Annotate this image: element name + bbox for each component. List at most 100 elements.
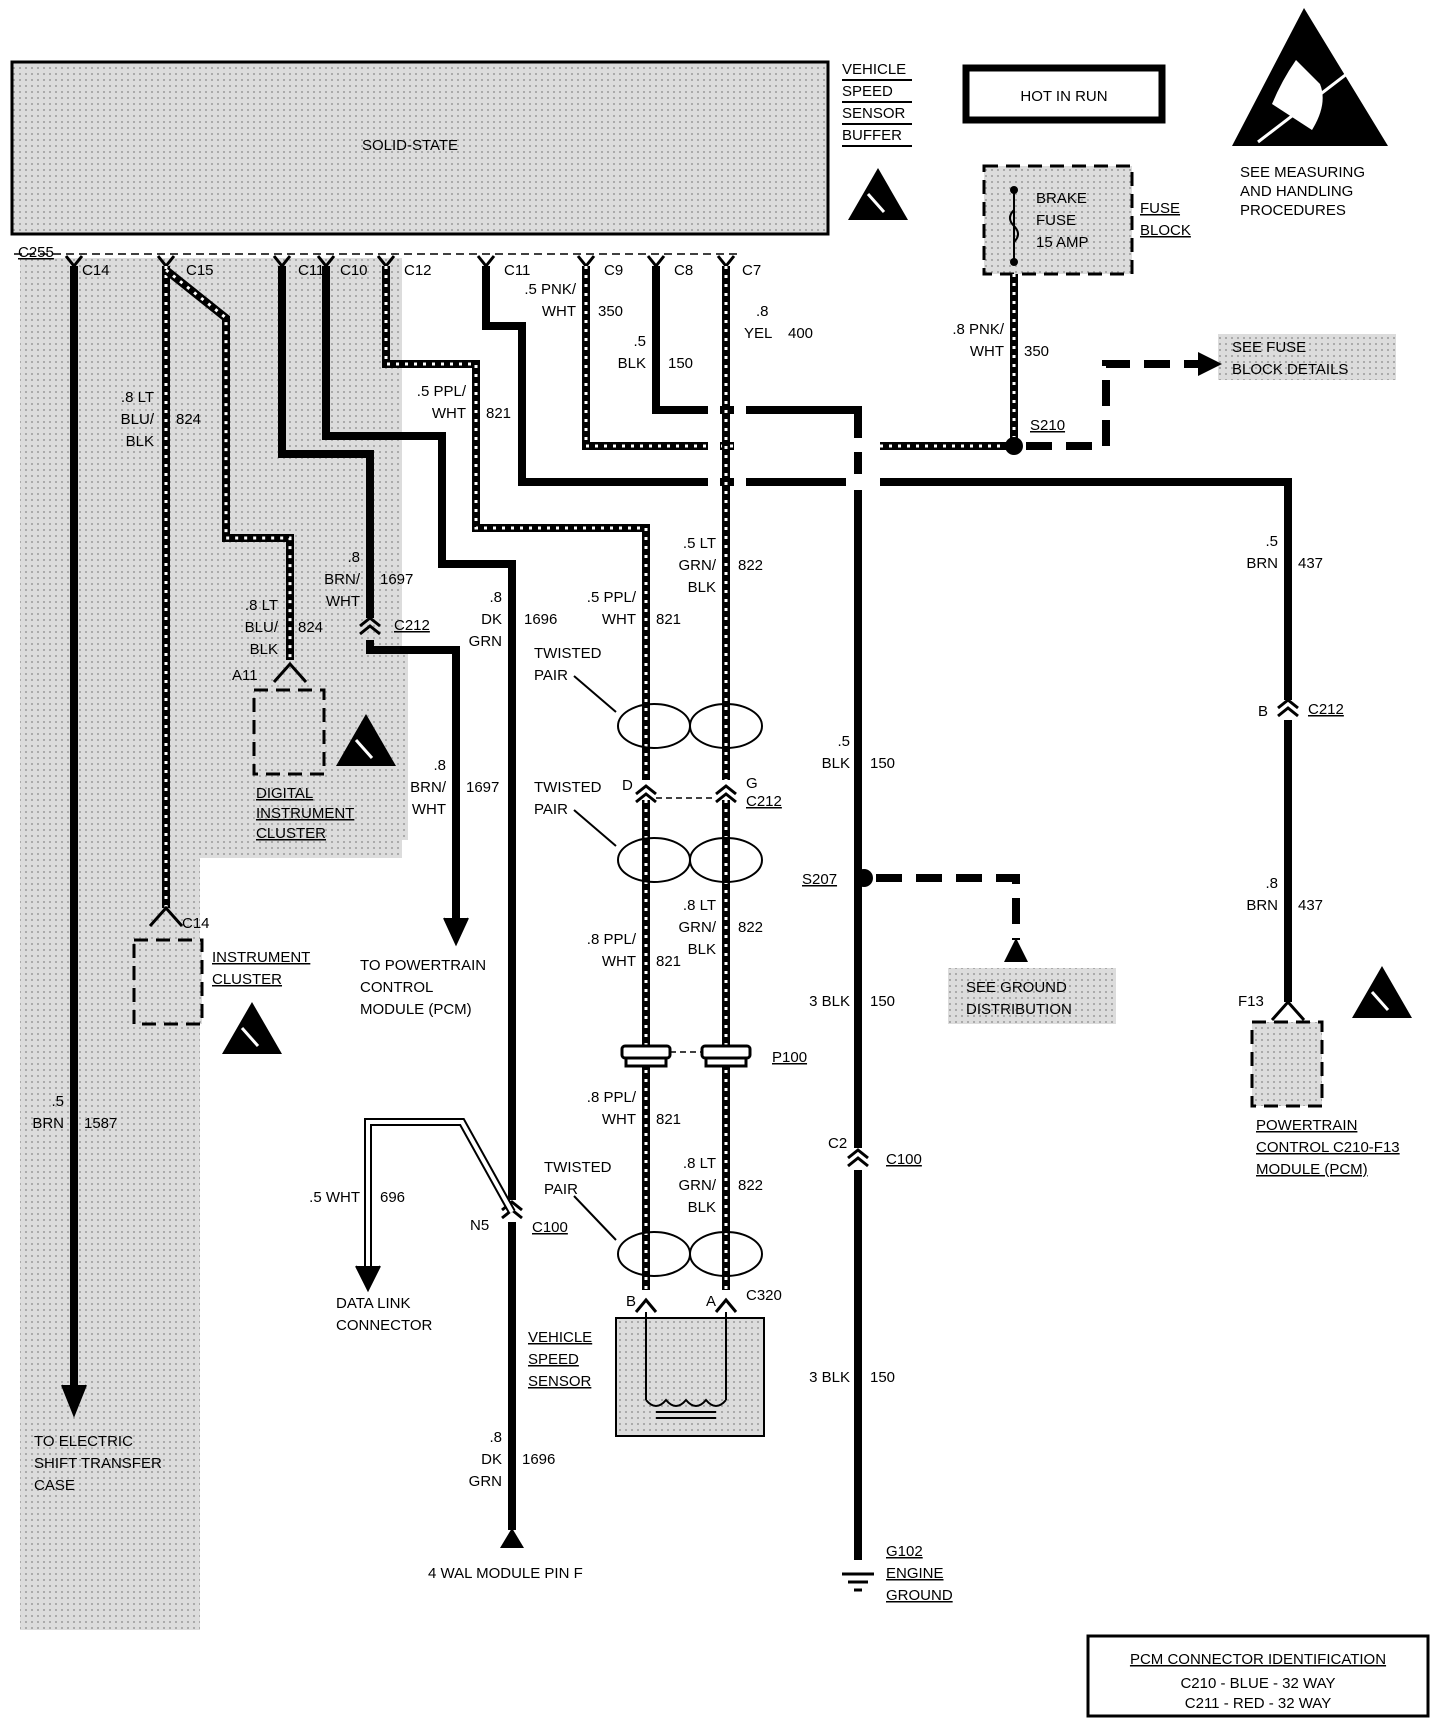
connector-symbol <box>359 616 381 636</box>
twisted-pair-label: TWISTED <box>534 645 602 662</box>
wire-label: 696 <box>380 1189 405 1206</box>
wire-label: GRN/ <box>679 557 717 574</box>
p100-half <box>704 1056 748 1068</box>
wire-label: 822 <box>738 1177 763 1194</box>
twisted-pair-label: PAIR <box>534 801 568 818</box>
fuse-labels: BRAKE FUSE 15 AMP FUSE BLOCK <box>1036 190 1191 251</box>
wire-label: .8 PPL/ <box>587 1089 637 1106</box>
wire-label: .8 LT <box>245 597 278 614</box>
fuse-details-label: SEE FUSE BLOCK DETAILS <box>1232 339 1348 378</box>
twist-ring <box>689 837 763 883</box>
connector-label: G <box>746 775 758 792</box>
pin-chevron <box>716 255 736 269</box>
wire-label: 822 <box>738 919 763 936</box>
ground-dist-label: DISTRIBUTION <box>966 1001 1072 1018</box>
wire-821-stripe <box>384 266 648 780</box>
vss-label: VEHICLE <box>528 1329 592 1346</box>
twist-ring <box>689 1231 763 1277</box>
pcm-arrow <box>443 917 469 947</box>
wire-label: 3 BLK <box>809 1369 850 1386</box>
pin-label: C14 <box>82 262 110 279</box>
twisted-pair-label: TWISTED <box>534 779 602 796</box>
wire-label: 350 <box>598 303 623 320</box>
wire-label: 1587 <box>84 1115 117 1132</box>
pcm-dest-label: TO POWERTRAIN <box>360 957 486 974</box>
wire-label: 1697 <box>466 779 499 796</box>
pcm-module-label: MODULE (PCM) <box>1256 1161 1368 1178</box>
connector-symbol <box>1277 698 1299 718</box>
twisted-pair-label: PAIR <box>544 1181 578 1198</box>
splice-s207-label: S207 <box>802 871 837 888</box>
connector-symbol <box>714 1297 738 1313</box>
instrument-cluster-label: CLUSTER <box>212 971 282 988</box>
wire-label: WHT <box>602 611 636 628</box>
data-link-label: DATA LINK <box>336 1295 410 1312</box>
connector-symbol <box>715 784 737 804</box>
vss-label: SPEED <box>528 1351 579 1368</box>
wire-label: 437 <box>1298 897 1323 914</box>
pcm-id-box <box>1086 1634 1430 1718</box>
p100-half <box>700 1044 752 1060</box>
wire-label: 821 <box>656 953 681 970</box>
data-link-label: CONNECTOR <box>336 1317 433 1334</box>
twist-ring <box>617 703 691 749</box>
wire-label: BLK <box>618 355 646 372</box>
wire-label: BRN/ <box>324 571 361 588</box>
connector-label: C100 <box>532 1219 568 1236</box>
wire-label: 3 BLK <box>809 993 850 1010</box>
wire-label: .5 PPL/ <box>417 383 467 400</box>
data-link-arrow <box>355 1265 381 1293</box>
connector-label: B <box>626 1293 636 1310</box>
wire-label: BLK <box>822 755 850 772</box>
wire-label: .8 <box>433 757 446 774</box>
esd-note: SEE MEASURING AND HANDLING PROCEDURES <box>1240 164 1365 219</box>
crossing-gap <box>734 402 746 456</box>
fuse-line: BRAKE <box>1036 190 1087 207</box>
wire-label: YEL <box>744 325 772 342</box>
shade-fuse-details <box>1218 334 1396 380</box>
wire-label: .5 <box>51 1093 64 1110</box>
fuse-block-line: BLOCK <box>1140 222 1191 239</box>
pcm-module-label: POWERTRAIN <box>1256 1117 1357 1134</box>
digital-cluster-label: INSTRUMENT <box>256 805 354 822</box>
twisted-pair-label: TWISTED <box>544 1159 612 1176</box>
wire-label: 437 <box>1298 555 1323 572</box>
crossing-gaps <box>708 402 874 490</box>
pin-chevron <box>576 255 596 269</box>
wire-label: 150 <box>870 755 895 772</box>
wire-label: WHT <box>326 593 360 610</box>
digital-cluster-box <box>252 688 326 776</box>
wire-label: BRN/ <box>410 779 447 796</box>
connector-label: B <box>1258 703 1268 720</box>
wire-437-a <box>482 266 850 486</box>
fuse-line: 15 AMP <box>1036 234 1089 251</box>
vss-buffer-module <box>10 60 830 236</box>
crossing-gap <box>708 402 720 456</box>
wire-350-a-stripe <box>584 266 742 448</box>
esd-note-line: PROCEDURES <box>1240 202 1346 219</box>
esd-icon <box>848 168 908 220</box>
pcm-dest-label: MODULE (PCM) <box>360 1001 472 1018</box>
buffer-title-line: VEHICLE <box>842 61 906 78</box>
wire-label: GRN <box>469 633 502 650</box>
twist-ring <box>617 837 691 883</box>
esd-note-line: AND HANDLING <box>1240 183 1353 200</box>
wire-label: 1696 <box>524 611 557 628</box>
wire-label: 824 <box>298 619 323 636</box>
connector-label: C320 <box>746 1287 782 1304</box>
wire-label: .8 <box>1265 875 1278 892</box>
connector-label: C14 <box>182 915 210 932</box>
wire-label: 821 <box>486 405 511 422</box>
pin-label: C11 <box>298 262 324 279</box>
p100-half <box>624 1056 668 1068</box>
fuse-details-arrow <box>1198 352 1222 376</box>
pin-label: C8 <box>674 262 693 279</box>
fuse-line: FUSE <box>1036 212 1076 229</box>
wire-label: 1697 <box>380 571 413 588</box>
wire-1697-top <box>278 266 374 618</box>
wire-label: .5 <box>837 733 850 750</box>
wire-label: .8 PPL/ <box>587 931 637 948</box>
wire-label: 350 <box>1024 343 1049 360</box>
wire-label: GRN/ <box>679 1177 717 1194</box>
esd-icon <box>1352 966 1412 1018</box>
